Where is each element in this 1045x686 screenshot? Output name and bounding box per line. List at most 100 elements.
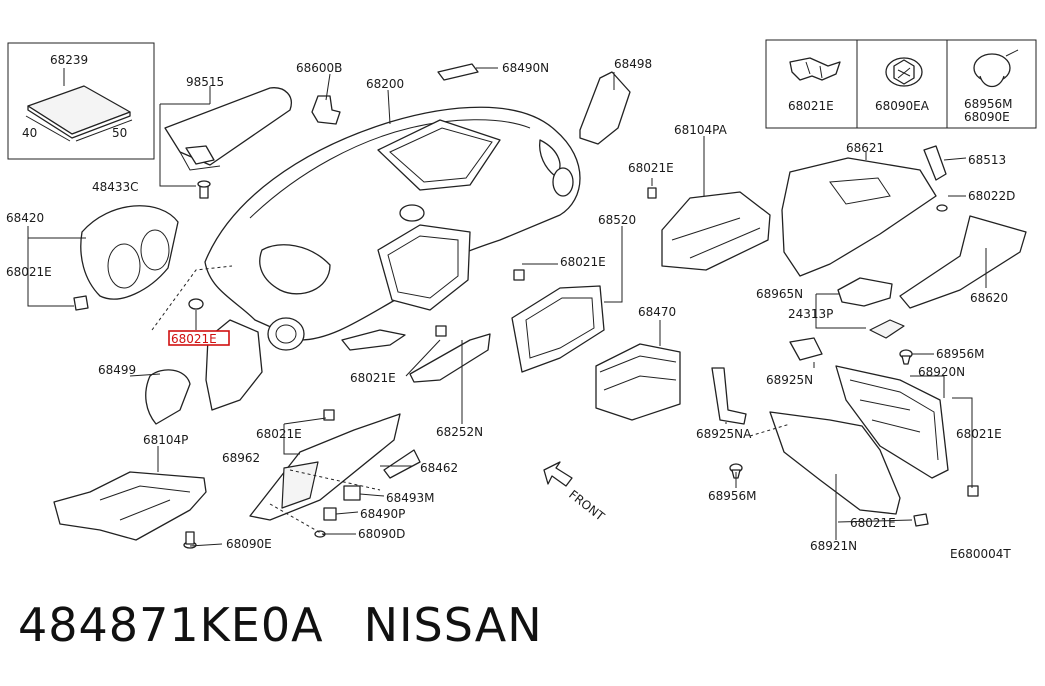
legend-label-68090EA: 68090EA: [875, 99, 930, 113]
part-68920N: [835, 365, 949, 479]
caption-part-number: 484871KE0A: [18, 598, 324, 652]
part-68620: [899, 215, 1027, 309]
push-clip-icon: [973, 49, 1019, 88]
legend-box: 68021E 68090EA 68956M 68090E: [765, 39, 1037, 129]
label-68104P: 68104P: [143, 433, 188, 447]
label-68104PA: 68104PA: [674, 123, 728, 137]
part-68498: [579, 71, 631, 145]
part-68520: [511, 285, 605, 373]
part-68104P: [53, 471, 207, 541]
label-68600B: 68600B: [296, 61, 342, 75]
label-68490P: 68490P: [360, 507, 405, 521]
label-68513: 68513: [968, 153, 1006, 167]
clip-68021E-b: [647, 187, 657, 199]
label-68021E-f: 68021E: [956, 427, 1002, 441]
part-68022D: [936, 204, 948, 212]
clip-68956M-b: [729, 463, 743, 479]
label-68620: 68620: [970, 291, 1008, 305]
part-68965N: [837, 277, 893, 307]
label-68621: 68621: [846, 141, 884, 155]
label-68490N: 68490N: [502, 61, 549, 75]
label-68470: 68470: [638, 305, 676, 319]
label-98515: 98515: [186, 75, 224, 89]
clip-68956M-a: [899, 349, 913, 365]
highlighted-part-label[interactable]: 68021E: [171, 332, 217, 346]
part-68962: [249, 413, 401, 521]
part-68600B: [311, 95, 341, 125]
label-68200: 68200: [366, 77, 404, 91]
clip-68021E-d: [435, 325, 447, 337]
clip-bracket-icon: [789, 57, 841, 81]
caption-brand: NISSAN: [363, 598, 543, 652]
label-68520: 68520: [598, 213, 636, 227]
clip-68021E-a: [73, 295, 89, 311]
clip-68021E-e: [323, 409, 335, 421]
front-arrow-icon: FRONT: [543, 461, 608, 524]
label-68090E: 68090E: [226, 537, 272, 551]
part-68921N: [769, 411, 901, 515]
part-68490N: [437, 63, 479, 81]
part-68470: [595, 343, 681, 421]
bolt-68090E: [183, 531, 197, 549]
highlighted-part-callout[interactable]: 68021E: [168, 298, 230, 346]
part-68513: [923, 145, 947, 181]
label-68021E-e: 68021E: [256, 427, 302, 441]
part-68462: [383, 449, 421, 479]
label-68493M: 68493M: [386, 491, 435, 505]
label-68956M-a: 68956M: [936, 347, 985, 361]
bottom-caption: 484871KE0A NISSAN: [18, 598, 583, 652]
part-68925N: [789, 337, 823, 361]
label-dim-50: 50: [112, 126, 127, 140]
label-68925N: 68925N: [766, 373, 813, 387]
part-labels: 98515 68600B 68200 68490N 68498 48433C 6…: [6, 57, 1015, 561]
label-68498: 68498: [614, 57, 652, 71]
dashed-guides: [151, 265, 791, 537]
legend-label-68956M: 68956M: [964, 97, 1013, 111]
diagram-code: E680004T: [950, 547, 1011, 561]
part-68252N: [409, 333, 491, 383]
label-68956M-b: 68956M: [708, 489, 757, 503]
label-68420: 68420: [6, 211, 44, 225]
part-68499: [145, 369, 191, 425]
label-68090D: 68090D: [358, 527, 405, 541]
part-68104PA: [661, 191, 771, 271]
label-68021E-d: 68021E: [350, 371, 396, 385]
instrument-panel-68200: [204, 106, 581, 351]
label-68965N: 68965N: [756, 287, 803, 301]
legend-label-68090E: 68090E: [964, 110, 1010, 124]
clip-68021E-c: [513, 269, 525, 281]
label-68021E-c: 68021E: [560, 255, 606, 269]
label-68462: 68462: [420, 461, 458, 475]
leader-lines: [27, 67, 987, 547]
part-98515: [164, 87, 292, 171]
label-68925NA: 68925NA: [696, 427, 752, 441]
highlighted-clip-icon: [188, 298, 204, 310]
part-24313P: [869, 319, 905, 339]
front-label: FRONT: [566, 487, 607, 524]
part-68621: [781, 157, 937, 277]
label-68021E-a: 68021E: [6, 265, 52, 279]
label-68022D: 68022D: [968, 189, 1015, 203]
label-68499: 68499: [98, 363, 136, 377]
part-68493M: [343, 485, 361, 501]
hex-fastener-icon: [885, 57, 923, 87]
part-68490P: [323, 507, 337, 521]
label-68021E-g: 68021E: [850, 516, 896, 530]
label-24313P: 24313P: [788, 307, 833, 321]
label-68252N: 68252N: [436, 425, 483, 439]
label-68920N: 68920N: [918, 365, 965, 379]
clip-68021E-f: [967, 485, 979, 497]
label-48433C: 48433C: [92, 180, 139, 194]
clip-68021E-g: [913, 513, 929, 527]
inset-box-68239: 68239 40 50: [7, 42, 155, 160]
label-68021E-b: 68021E: [628, 161, 674, 175]
legend-label-68021E: 68021E: [788, 99, 834, 113]
part-68925NA: [711, 367, 747, 425]
part-68420: [80, 205, 179, 300]
label-dim-40: 40: [22, 126, 37, 140]
label-68921N: 68921N: [810, 539, 857, 553]
part-48433C-clip: [197, 180, 211, 199]
label-68962: 68962: [222, 451, 260, 465]
label-68239: 68239: [50, 53, 88, 67]
